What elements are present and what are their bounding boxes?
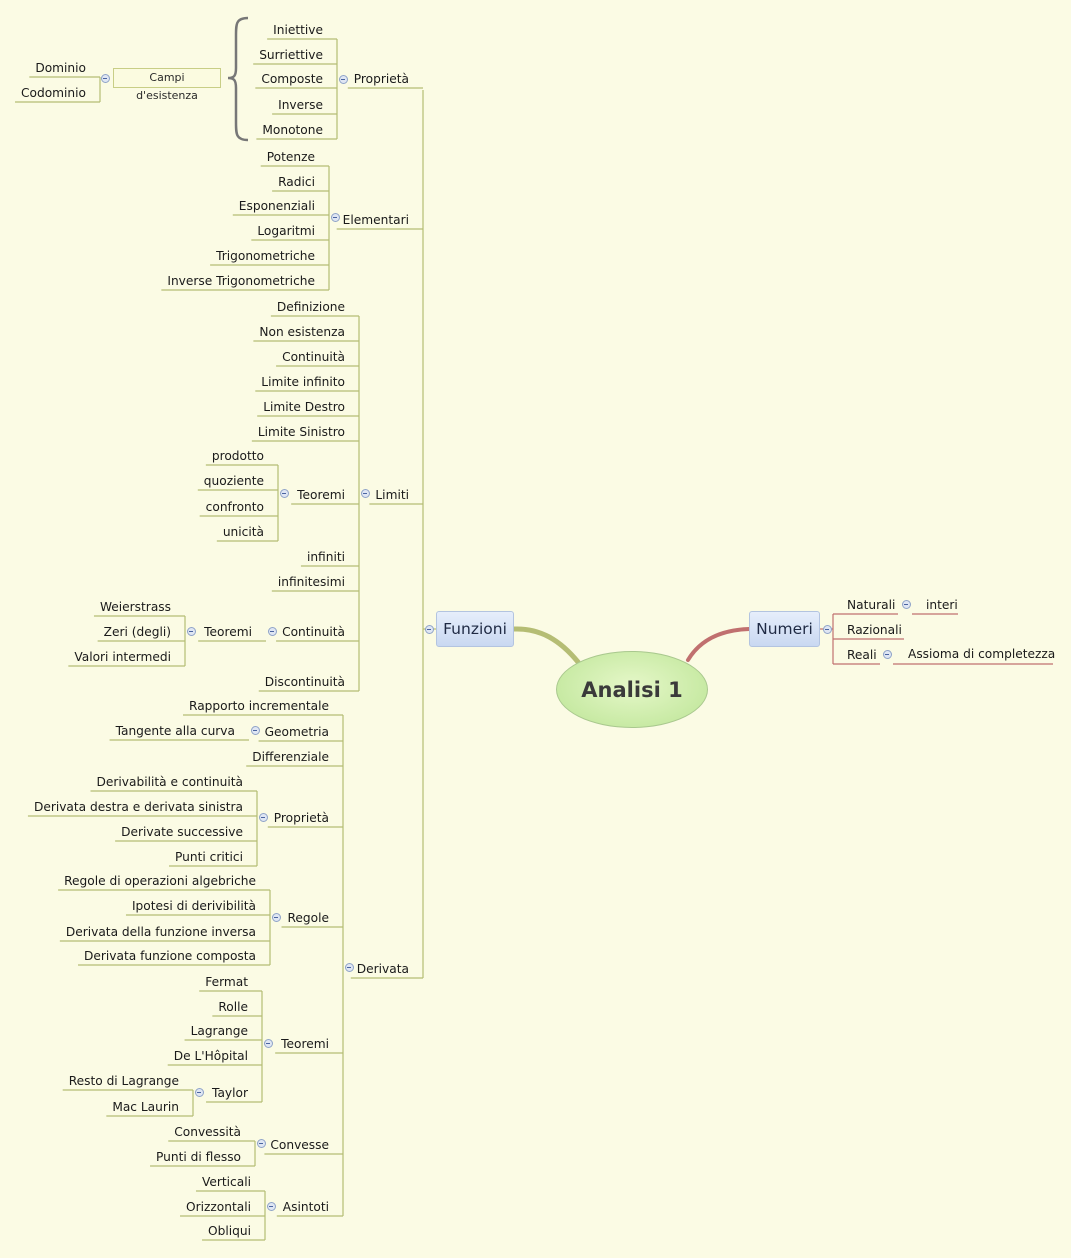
node-elementare-item[interactable]: Logaritmi <box>257 224 315 238</box>
asintoti-toggle-icon[interactable] <box>266 1201 276 1211</box>
node-derivata-proprieta-item[interactable]: Derivata destra e derivata sinistra <box>33 800 243 814</box>
node-continuita-teorema-item[interactable]: Valori intermedi <box>74 650 171 664</box>
node-elementare-item[interactable]: Inverse Trigonometriche <box>167 274 315 288</box>
node-infiniti[interactable]: infiniti <box>306 550 345 564</box>
node-derivata[interactable]: Derivata <box>356 962 409 976</box>
node-monotone[interactable]: Monotone <box>262 123 323 137</box>
continuita-toggle-icon[interactable] <box>267 626 277 636</box>
topic-numeri[interactable]: Numeri <box>749 611 820 647</box>
node-regola-item[interactable]: Derivata funzione composta <box>84 949 256 963</box>
node-derivata-teoremi[interactable]: Teoremi <box>281 1037 329 1051</box>
node-geometria[interactable]: Geometria <box>264 725 329 739</box>
node-derivata-teorema-item[interactable]: Fermat <box>205 975 248 989</box>
node-limite-item[interactable]: Continuità <box>282 350 345 364</box>
elementari-toggle-icon[interactable] <box>330 212 340 222</box>
node-derivata-proprieta-item[interactable]: Derivabilità e continuità <box>96 775 243 789</box>
node-discontinuita[interactable]: Discontinuità <box>264 675 345 689</box>
node-infinitesimi[interactable]: infinitesimi <box>277 575 345 589</box>
node-elementare-item[interactable]: Potenze <box>266 150 315 164</box>
branch-funzioni <box>511 626 581 665</box>
node-limite-item[interactable]: Limite Destro <box>263 400 345 414</box>
node-mac-laurin[interactable]: Mac Laurin <box>112 1100 179 1114</box>
node-continuita-teorema-item[interactable]: Zeri (degli) <box>103 625 171 639</box>
node-orizzontali[interactable]: Orizzontali <box>186 1200 251 1214</box>
node-derivata-teorema-item[interactable]: Lagrange <box>190 1024 248 1038</box>
geometria-toggle-icon[interactable] <box>250 725 260 735</box>
node-iniettive[interactable]: Iniettive <box>273 23 323 37</box>
campi-toggle-icon[interactable] <box>100 73 110 83</box>
node-razionali[interactable]: Razionali <box>847 623 902 637</box>
node-continuita-teorema-item[interactable]: Weierstrass <box>99 600 171 614</box>
node-punti-flesso[interactable]: Punti di flesso <box>156 1150 241 1164</box>
node-regole[interactable]: Regole <box>287 911 330 925</box>
node-surriettive[interactable]: Surriettive <box>259 48 323 62</box>
regole-toggle-icon[interactable] <box>271 912 281 922</box>
node-codominio[interactable]: Codominio <box>21 86 86 100</box>
node-regola-item[interactable]: Derivata della funzione inversa <box>65 925 256 939</box>
node-convesse[interactable]: Convesse <box>270 1138 329 1152</box>
branch-numeri <box>686 627 751 662</box>
node-proprieta[interactable]: Proprietà <box>353 72 409 86</box>
limiti-toggle-icon[interactable] <box>360 488 370 498</box>
node-elementari[interactable]: Elementari <box>342 213 409 227</box>
node-derivata-proprieta-item[interactable]: Derivate successive <box>121 825 243 839</box>
node-teorema-item[interactable]: confronto <box>205 500 264 514</box>
node-convessita[interactable]: Convessità <box>174 1125 241 1139</box>
derivata-toggle-icon[interactable] <box>344 962 354 972</box>
node-derivata-proprieta[interactable]: Proprietà <box>273 811 329 825</box>
topic-funzioni[interactable]: Funzioni <box>436 611 514 647</box>
node-teorema-item[interactable]: prodotto <box>211 449 264 463</box>
numeri-toggle-icon[interactable] <box>822 624 832 634</box>
node-regola-item[interactable]: Ipotesi di derivibilità <box>131 899 256 913</box>
node-differenziale[interactable]: Differenziale <box>252 750 329 764</box>
derivata-teoremi-toggle-icon[interactable] <box>263 1038 273 1048</box>
brace-icon <box>227 16 249 142</box>
node-inverse[interactable]: Inverse <box>278 98 323 112</box>
node-assioma[interactable]: Assioma di completezza <box>908 647 1056 661</box>
naturali-toggle-icon[interactable] <box>901 599 911 609</box>
node-composte[interactable]: Composte <box>261 72 323 86</box>
reali-toggle-icon[interactable] <box>882 649 892 659</box>
derivata-proprieta-toggle-icon[interactable] <box>258 812 268 822</box>
node-limite-item[interactable]: Limite infinito <box>261 375 345 389</box>
node-resto-lagrange[interactable]: Resto di Lagrange <box>68 1074 179 1088</box>
node-asintoti[interactable]: Asintoti <box>282 1200 329 1214</box>
node-elementare-item[interactable]: Trigonometriche <box>216 249 315 263</box>
node-elementare-item[interactable]: Esponenziali <box>238 199 315 213</box>
node-obliqui[interactable]: Obliqui <box>208 1224 251 1238</box>
convesse-toggle-icon[interactable] <box>256 1138 266 1148</box>
taylor-toggle-icon[interactable] <box>194 1087 204 1097</box>
node-taylor[interactable]: Taylor <box>212 1086 248 1100</box>
node-limite-item[interactable]: Non esistenza <box>259 325 345 339</box>
node-rapporto[interactable]: Rapporto incrementale <box>189 699 329 713</box>
proprieta-toggle-icon[interactable] <box>338 74 348 84</box>
node-teorema-item[interactable]: unicità <box>222 525 264 539</box>
node-reali[interactable]: Reali <box>847 648 877 662</box>
node-verticali[interactable]: Verticali <box>201 1175 251 1189</box>
node-elementare-item[interactable]: Radici <box>278 175 315 189</box>
node-regola-item[interactable]: Regole di operazioni algebriche <box>64 874 256 888</box>
node-derivata-teorema-item[interactable]: Rolle <box>218 1000 248 1014</box>
node-continuita-teoremi[interactable]: Teoremi <box>204 625 252 639</box>
node-interi[interactable]: interi <box>926 598 958 612</box>
central-topic[interactable]: Analisi 1 <box>556 651 708 728</box>
node-teorema-item[interactable]: quoziente <box>203 474 264 488</box>
node-limite-item[interactable]: Limite Sinistro <box>257 425 345 439</box>
continuita-teoremi-toggle-icon[interactable] <box>186 626 196 636</box>
teoremi-toggle-icon[interactable] <box>279 488 289 498</box>
node-limiti-teoremi[interactable]: Teoremi <box>297 488 345 502</box>
node-tangente[interactable]: Tangente alla curva <box>115 724 235 738</box>
node-derivata-teorema-item[interactable]: De L'Hôpital <box>173 1049 248 1063</box>
node-continuita[interactable]: Continuità <box>282 625 345 639</box>
node-derivata-proprieta-item[interactable]: Punti critici <box>175 850 243 864</box>
funzioni-toggle-icon[interactable] <box>424 624 434 634</box>
topic-campi-esistenza[interactable]: Campi d'esistenza <box>113 68 221 102</box>
node-naturali[interactable]: Naturali <box>847 598 896 612</box>
node-limite-item[interactable]: Definizione <box>276 300 345 314</box>
node-limiti[interactable]: Limiti <box>375 488 409 502</box>
node-dominio[interactable]: Dominio <box>35 61 86 75</box>
